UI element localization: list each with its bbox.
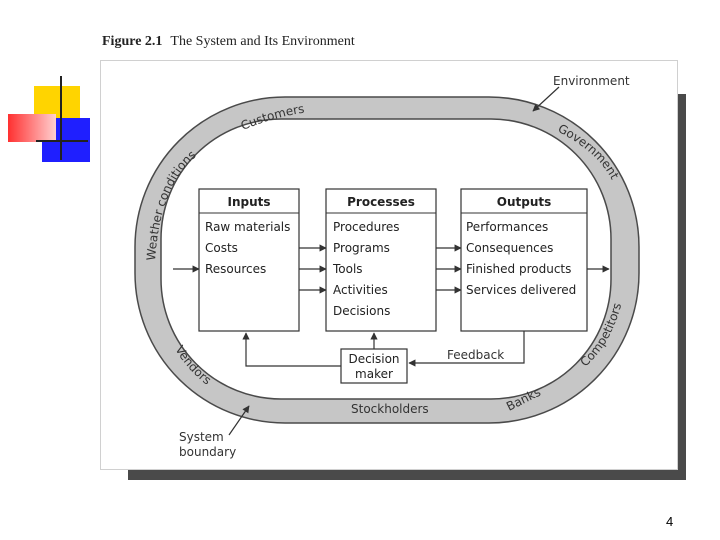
decision-maker-line1: Decision <box>348 352 399 366</box>
figure-panel: Customers Weather conditions Government … <box>100 60 678 470</box>
processes-item: Decisions <box>333 304 390 318</box>
decision-to-inputs-line <box>242 332 341 367</box>
figure-label: Figure 2.1 <box>102 34 163 49</box>
inputs-box <box>198 188 300 332</box>
system-boundary-pointer <box>228 405 250 436</box>
outputs-item: Performances <box>466 220 548 234</box>
inputs-item: Costs <box>205 241 238 255</box>
label-stockholders: Stockholders <box>351 402 429 416</box>
figure-caption: Figure 2.1 The System and Its Environment <box>102 34 355 50</box>
outputs-title: Outputs <box>497 195 552 209</box>
processes-title: Processes <box>347 195 415 209</box>
outputs-item: Finished products <box>466 262 571 276</box>
corner-decoration <box>0 0 100 170</box>
processes-item: Procedures <box>333 220 400 234</box>
inputs-item: Resources <box>205 262 266 276</box>
label-system-boundary-line1: System <box>179 430 224 444</box>
label-environment: Environment <box>553 74 630 88</box>
feedback-line-from-outputs <box>408 331 525 367</box>
outputs-item: Consequences <box>466 241 553 255</box>
outputs-box <box>460 188 588 332</box>
figure-title: The System and Its Environment <box>170 34 355 49</box>
page-number: 4 <box>666 514 674 529</box>
red-gradient-square <box>8 114 56 142</box>
processes-item: Programs <box>333 241 390 255</box>
decision-maker-line2: maker <box>355 367 393 381</box>
horizontal-line <box>36 140 88 142</box>
vertical-line <box>60 76 62 160</box>
label-system-boundary-line2: boundary <box>179 445 236 459</box>
feedback-label: Feedback <box>447 348 504 362</box>
processes-item: Tools <box>332 262 363 276</box>
environment-pointer <box>532 86 560 112</box>
processes-items: ProceduresProgramsToolsActivitiesDecisio… <box>332 220 400 318</box>
inputs-item: Raw materials <box>205 220 290 234</box>
processes-item: Activities <box>333 283 388 297</box>
inputs-title: Inputs <box>227 195 270 209</box>
system-diagram: Customers Weather conditions Government … <box>134 74 640 459</box>
outputs-item: Services delivered <box>466 283 576 297</box>
